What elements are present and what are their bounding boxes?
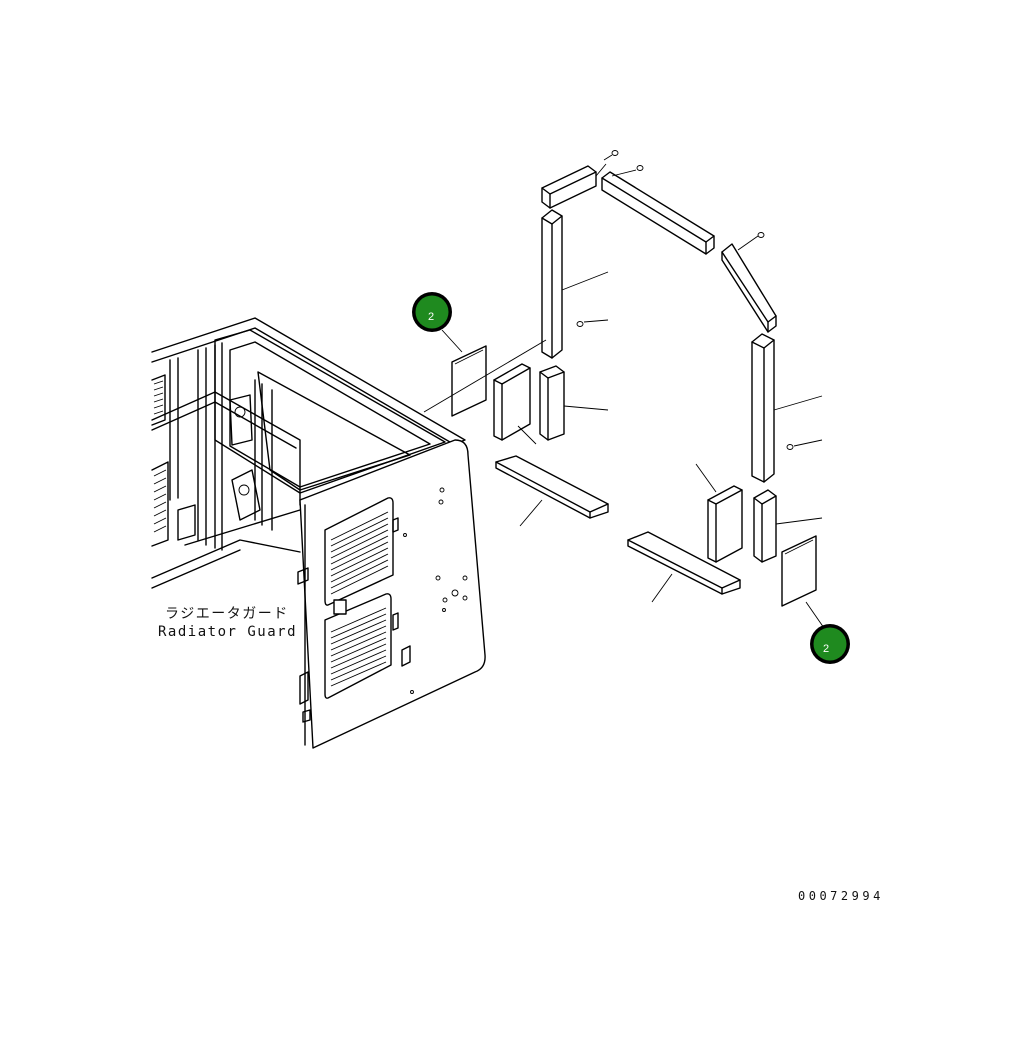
- radiator-guard-label-jp: ラジエータガード: [165, 606, 289, 622]
- callout-2-bottom[interactable]: 2: [805, 601, 850, 664]
- radiator-guard-assembly: [151, 317, 486, 749]
- callout-2-top[interactable]: 2: [412, 292, 463, 353]
- callout-number: 2: [823, 643, 829, 655]
- seal-parts: [423, 150, 823, 607]
- callout-number: 2: [428, 311, 434, 323]
- radiator-guard-label-en: Radiator Guard: [158, 624, 297, 640]
- drawing-code: 00072994: [798, 889, 884, 903]
